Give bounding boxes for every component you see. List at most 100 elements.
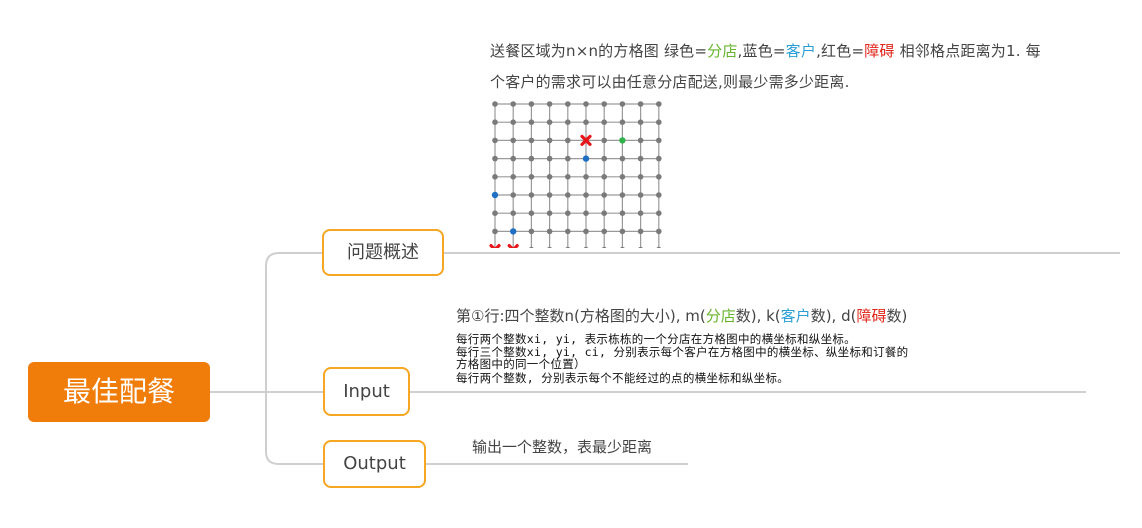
input-desc-line-4: 每行两个整数, 分别表示每个不能经过的点的横坐标和纵坐标。 — [456, 371, 790, 385]
obstacle-stroke — [512, 244, 519, 248]
grid-point — [492, 101, 498, 107]
grid-point — [492, 210, 498, 216]
grid-point — [510, 174, 516, 180]
obstacle-stroke — [507, 244, 514, 248]
grid-point — [637, 137, 644, 144]
grid-point — [565, 155, 571, 162]
grid-point — [656, 210, 662, 216]
input-desc-line-3: 方格图中的同一个位置） — [456, 357, 586, 371]
grid-map-image — [489, 101, 662, 248]
grid-point — [510, 137, 516, 144]
grid-point — [529, 246, 534, 248]
grid-point — [583, 228, 589, 235]
input-text: 数), d( — [810, 307, 857, 325]
grid-point — [656, 137, 662, 144]
grid-point — [601, 210, 607, 216]
grid-point — [619, 228, 626, 235]
input-desc-line-1: 每行两个整数xi, yi, 表示栋栋的一个分店在方格图中的横坐标和纵坐标。 — [456, 332, 856, 346]
grid-point — [528, 192, 535, 198]
grid-point — [492, 137, 498, 144]
grid-point — [583, 119, 589, 125]
grid-point — [656, 155, 662, 162]
desc-text: ,红色= — [816, 42, 865, 60]
grid-point — [601, 174, 607, 180]
grid-point — [583, 210, 589, 216]
topic-input[interactable]: Input — [323, 367, 410, 416]
input-text: 第①行:四个整数n(方格图的大小), m( — [456, 307, 706, 325]
grid-point — [492, 228, 498, 235]
grid-point — [546, 174, 553, 180]
obstacle-mark — [489, 244, 501, 248]
grid-point — [510, 192, 516, 198]
grid-point — [546, 101, 553, 107]
desc-customer-word: 客户 — [785, 42, 817, 60]
desc-text: ,蓝色= — [737, 42, 786, 60]
grid-point — [565, 228, 571, 235]
input-text: 数) — [886, 307, 908, 325]
input-desc-line-2: 每行三个整数xi, yi, ci, 分别表示每个客户在方格图中的横坐标、纵坐标和… — [456, 345, 909, 359]
grid-point — [637, 228, 644, 235]
grid-point — [565, 210, 571, 216]
grid-point — [546, 119, 553, 125]
topic-problem-overview[interactable]: 问题概述 — [322, 229, 444, 276]
grid-point — [583, 192, 589, 198]
input-customer-word: 客户 — [780, 307, 811, 325]
input-text: 数), k( — [735, 307, 781, 325]
input-store-word: 分店 — [705, 307, 736, 325]
grid-point — [565, 174, 571, 180]
grid-point — [565, 137, 571, 144]
store-point — [619, 137, 626, 144]
grid-point — [546, 137, 553, 144]
grid-point — [528, 210, 535, 216]
grid-point — [656, 246, 662, 248]
grid-point — [637, 101, 644, 107]
grid-point — [528, 137, 535, 144]
grid-point — [528, 119, 535, 125]
customer-point — [510, 228, 517, 235]
desc-obstacle-word: 障碍 — [864, 42, 895, 60]
grid-point — [565, 119, 571, 125]
grid-point — [510, 119, 516, 125]
grid-point — [601, 192, 607, 198]
grid-point — [565, 101, 571, 107]
grid-point — [619, 101, 626, 107]
grid-point — [619, 174, 626, 180]
customer-point — [491, 191, 499, 199]
grid-point — [620, 246, 625, 248]
grid-point — [583, 101, 589, 107]
grid-point — [528, 174, 535, 180]
grid-point — [528, 101, 535, 107]
grid-point — [546, 228, 553, 235]
grid-point — [510, 101, 516, 107]
grid-point — [637, 119, 644, 125]
desc-store-word: 分店 — [707, 42, 738, 60]
desc-text: 相邻格点距离为1. 每 — [894, 42, 1041, 60]
grid-point — [601, 155, 607, 162]
grid-point — [656, 192, 662, 198]
grid-point — [656, 174, 662, 180]
obstacle-stroke — [494, 244, 501, 248]
grid-point — [637, 155, 644, 162]
root-topic[interactable]: 最佳配餐 — [28, 362, 210, 422]
grid-point — [601, 119, 607, 125]
grid-point — [601, 101, 607, 107]
grid-point — [528, 228, 535, 235]
topic-output[interactable]: Output — [323, 440, 426, 488]
grid-point — [492, 174, 498, 180]
grid-point — [656, 101, 662, 107]
grid-point — [619, 155, 626, 162]
grid-point — [637, 210, 644, 216]
desc-text: 送餐区域为n×n的方格图 绿色= — [490, 42, 708, 60]
grid-point — [619, 119, 626, 125]
grid-point — [619, 210, 626, 216]
grid-point — [638, 246, 643, 248]
obstacle-mark — [507, 244, 519, 248]
grid-point — [601, 246, 607, 248]
grid-point — [637, 192, 644, 198]
grid-point — [619, 192, 626, 198]
grid-point — [656, 119, 662, 125]
grid-point — [565, 246, 571, 248]
obstacle-stroke — [489, 244, 496, 248]
grid-point — [492, 119, 498, 125]
